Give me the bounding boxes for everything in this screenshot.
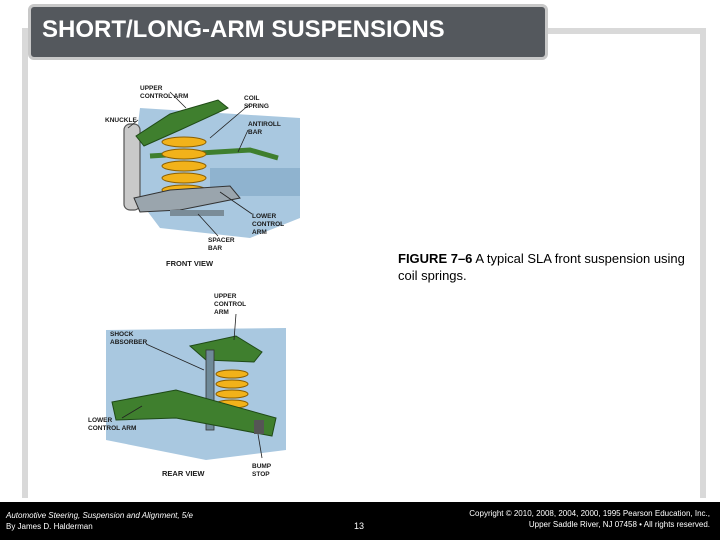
front-lower-control-arm	[133, 185, 241, 213]
figure-caption-text: A typical SLA front suspension using coi…	[398, 251, 685, 283]
label-shock-absorber-1: SHOCK	[110, 331, 134, 338]
label-rear-lower-control-arm-2: CONTROL ARM	[88, 425, 136, 432]
label-upper-control-arm-2: CONTROL ARM	[140, 93, 188, 100]
footer-copyright-line-2: Upper Saddle River, NJ 07458 • All right…	[528, 520, 710, 529]
rear-bump-stop	[254, 420, 264, 434]
title-banner	[28, 4, 548, 60]
footer-book-info: Automotive Steering, Suspension and Alig…	[6, 510, 193, 532]
label-front-view: FRONT VIEW	[166, 259, 214, 268]
label-bump-stop-1: BUMP	[252, 463, 272, 470]
slide-title: SHORT/LONG-ARM SUSPENSIONS	[42, 16, 445, 43]
footer-copyright: Copyright © 2010, 2008, 2004, 2000, 1995…	[469, 508, 710, 530]
label-rear-upper-control-arm-1: UPPER	[214, 293, 237, 300]
label-knuckle: KNUCKLE	[105, 117, 137, 124]
label-spacer-bar-2: BAR	[208, 245, 222, 252]
slide-frame-right	[700, 28, 706, 498]
front-upper-control-arm	[135, 99, 229, 147]
label-lower-control-arm-2: CONTROL	[252, 221, 284, 228]
label-antiroll-bar-2: BAR	[248, 129, 262, 136]
slide-frame-left	[22, 28, 28, 498]
front-view-illustration: UPPER CONTROL ARM KNUCKLE COIL SPRING AN…	[105, 85, 300, 268]
front-coil-spring	[161, 136, 207, 196]
rear-view-illustration: UPPER CONTROL ARM SHOCK ABSORBER LOWER C…	[88, 293, 286, 478]
figure-caption: FIGURE 7–6 A typical SLA front suspensio…	[398, 250, 688, 284]
label-upper-control-arm-1: UPPER	[140, 85, 163, 92]
footer-author: By James D. Halderman	[6, 522, 93, 531]
label-lower-control-arm-1: LOWER	[252, 213, 276, 220]
rear-shock-absorber	[205, 349, 215, 431]
label-coil-spring-2: SPRING	[244, 103, 269, 110]
front-knuckle	[123, 123, 141, 211]
label-rear-upper-control-arm-3: ARM	[214, 309, 229, 316]
label-spacer-bar-1: SPACER	[208, 237, 235, 244]
label-rear-view: REAR VIEW	[162, 469, 205, 478]
label-bump-stop-2: STOP	[252, 471, 270, 478]
footer-page-number: 13	[354, 521, 365, 531]
label-antiroll-bar-1: ANTIROLL	[248, 121, 281, 128]
footer-bar: Automotive Steering, Suspension and Alig…	[0, 502, 720, 540]
label-rear-upper-control-arm-2: CONTROL	[214, 301, 246, 308]
figure-number: FIGURE 7–6	[398, 251, 473, 266]
footer-book-title: Automotive Steering, Suspension and Alig…	[6, 511, 193, 520]
rear-lower-control-arm	[111, 389, 277, 437]
front-spacer-bar	[170, 210, 224, 216]
label-lower-control-arm-3: ARM	[252, 229, 267, 236]
label-shock-absorber-2: ABSORBER	[110, 339, 148, 346]
label-coil-spring-1: COIL	[244, 95, 260, 102]
footer-copyright-line-1: Copyright © 2010, 2008, 2004, 2000, 1995…	[469, 509, 710, 518]
label-rear-lower-control-arm-1: LOWER	[88, 417, 112, 424]
